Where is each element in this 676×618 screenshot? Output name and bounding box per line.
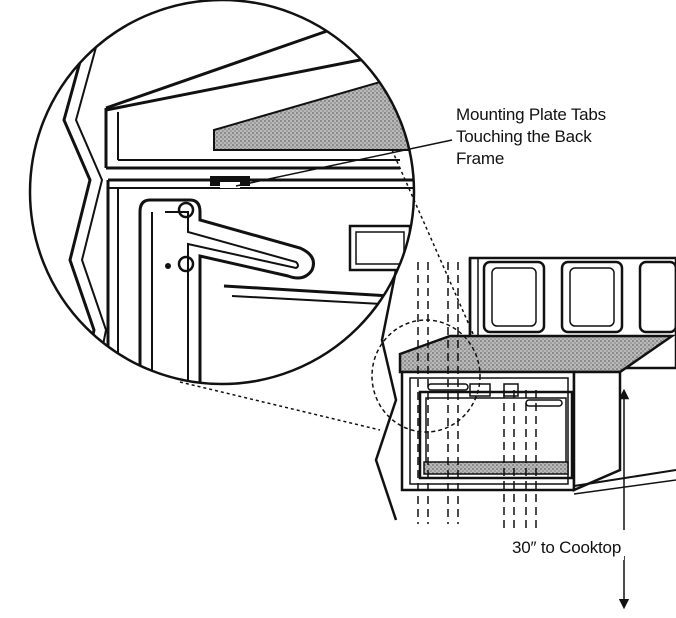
callout-mounting-plate-tabs: Mounting Plate Tabs Touching the Back Fr… xyxy=(456,104,666,170)
wall-break-line xyxy=(62,39,96,384)
microwave-door-frame xyxy=(418,390,574,480)
mounting-hole xyxy=(177,255,195,273)
stud-lines xyxy=(417,262,537,532)
callout-leader-line xyxy=(235,139,453,187)
mounting-hole xyxy=(177,201,195,219)
magnified-detail xyxy=(62,20,414,384)
microwave-top xyxy=(398,334,676,374)
callout-line-3: Frame xyxy=(456,149,505,168)
connector-lines xyxy=(179,149,475,431)
mounting-plate-tab xyxy=(210,176,250,186)
dimension-label: 30″ to Cooktop xyxy=(509,536,625,560)
mounting-hole xyxy=(165,263,171,269)
wall-break-line xyxy=(374,269,398,521)
magnifier-circle xyxy=(28,0,416,386)
callout-line-2: Touching the Back xyxy=(456,127,592,146)
overview-scene xyxy=(371,256,676,532)
cabinet-top-panel xyxy=(213,80,414,151)
callout-line-1: Mounting Plate Tabs xyxy=(456,105,606,124)
detail-indicator-circle xyxy=(371,319,481,433)
